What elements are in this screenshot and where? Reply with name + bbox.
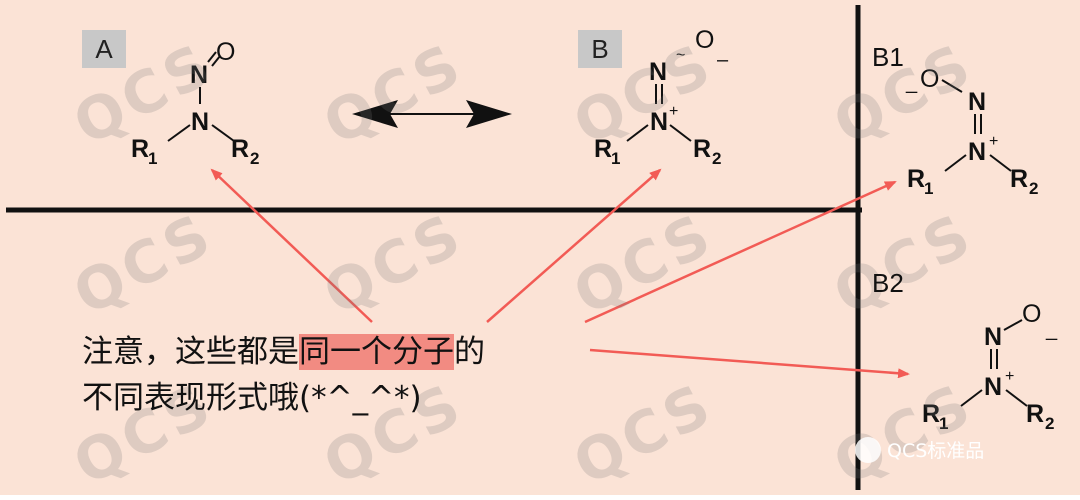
pointer-arrows	[210, 168, 910, 379]
group-r1-sub-b2: 1	[939, 414, 948, 433]
group-r1-sub-b1: 1	[924, 179, 933, 198]
arrow-to-b	[486, 168, 662, 323]
atom-o-b: O	[695, 26, 714, 54]
group-r2-b: R	[693, 135, 711, 163]
group-r1-b1: R	[907, 165, 925, 193]
wechat-icon	[855, 436, 881, 463]
arrow-to-b1	[584, 180, 897, 324]
charge-minus-b2: _	[1045, 319, 1058, 341]
atom-n-top-b2: N	[984, 323, 1002, 351]
structure-label-b: B	[578, 30, 622, 68]
group-r2-a: R	[231, 135, 249, 163]
group-r2-sub-b: 2	[712, 149, 721, 168]
note-line-1: 注意，这些都是同一个分子的	[82, 330, 485, 374]
group-r2-sub-b1: 2	[1029, 179, 1038, 198]
group-r2-b1: R	[1010, 165, 1028, 193]
resonance-double-arrow	[352, 100, 512, 128]
group-r2-b2: R	[1026, 400, 1044, 428]
group-r2-sub-b2: 2	[1045, 414, 1054, 433]
atom-n-top-a: N	[190, 61, 208, 89]
atom-n-top-b1: N	[968, 88, 986, 116]
atom-n-center-a: N	[191, 108, 209, 136]
structure-label-b1: B1	[872, 42, 904, 72]
tilde-b: ~	[676, 47, 685, 64]
structure-b2: N O _ N + R 1 R 2	[922, 300, 1058, 433]
group-r1-a: R	[131, 135, 149, 163]
group-r1-b2: R	[922, 400, 940, 428]
brand-text: QCS标准品	[887, 440, 985, 462]
structure-label-b2: B2	[872, 268, 904, 298]
atom-o-b1: O	[920, 65, 939, 93]
atom-n-top-b: N	[649, 58, 667, 86]
atom-n-center-b2: N	[984, 373, 1002, 401]
charge-minus-b1: _	[905, 72, 918, 94]
charge-plus-b1: +	[989, 133, 998, 150]
note-line-2: 不同表现形式哦(*^_^*)	[82, 380, 422, 416]
group-r1-sub-a: 1	[148, 149, 157, 168]
note-line-1-prefix: 注意，这些都是	[82, 334, 299, 370]
note-highlight: 同一个分子	[299, 334, 454, 370]
charge-minus-b: –	[717, 49, 729, 71]
arrow-to-a	[210, 168, 373, 323]
note-line-1-suffix: 的	[454, 334, 485, 370]
group-r1-b: R	[594, 135, 612, 163]
structure-a: N O N R 1 R 2	[131, 38, 259, 168]
structure-b1: _ O N N + R 1 R 2	[905, 65, 1038, 198]
group-r2-sub-a: 2	[250, 149, 259, 168]
charge-plus-b2: +	[1005, 368, 1014, 385]
group-r1-sub-b: 1	[611, 149, 620, 168]
atom-n-center-b: N	[650, 108, 668, 136]
structure-b: N ~ O – N + R 1 R 2	[594, 26, 729, 168]
structure-label-a: A	[82, 30, 126, 68]
atom-n-center-b1: N	[968, 138, 986, 166]
arrow-to-b2	[589, 348, 910, 379]
charge-plus-b: +	[669, 103, 678, 120]
atom-o-b2: O	[1022, 300, 1041, 328]
atom-o-a: O	[216, 38, 235, 66]
brand-watermark: QCS标准品	[855, 436, 984, 463]
